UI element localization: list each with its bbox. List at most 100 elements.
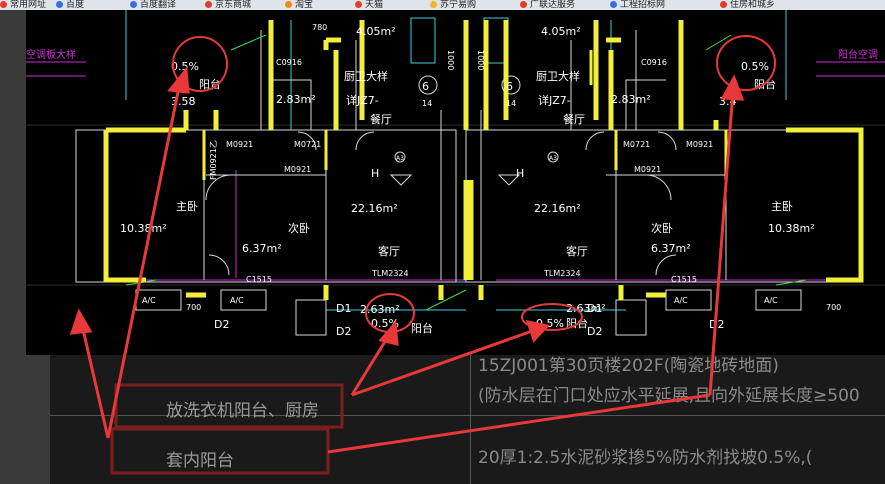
bookmark-link[interactable]: 工程招标网 (620, 0, 666, 10)
spec-line-2: (防水层在门口处应水平延展,且向外延展长度≥500 (478, 386, 860, 406)
right-second-area: 6.37m² (651, 242, 691, 255)
right-master-bedroom: 主卧 (771, 200, 793, 213)
right-laundry-label: 阳台 (566, 316, 588, 330)
left-laundry-slope: 0.5% (371, 317, 399, 330)
right-ac-2: A/C (764, 296, 778, 305)
bookmark-icon (355, 1, 362, 8)
right-balcony-label: 阳台 (754, 77, 776, 91)
right-tag: A3 (549, 155, 557, 162)
right-h: H (516, 167, 524, 180)
bookmark-link[interactable]: 常用网址 (10, 0, 47, 10)
right-bath-area: 2.83m² (611, 93, 651, 106)
right-kitchen-area: 4.05m² (541, 25, 581, 38)
right-living: 客厅 (566, 244, 588, 258)
left-living: 客厅 (378, 244, 400, 258)
bookmark-icon (720, 1, 727, 8)
bookmark-icon (430, 1, 437, 8)
bookmark-icon (205, 1, 212, 8)
right-d1: D1 (587, 302, 602, 315)
left-door-m0721: M0721 (294, 140, 321, 149)
bookmarks-bar: 常用网址 百度 百度翻译 京东商城 淘宝 天猫 苏宁易购 广联达服务 工程招标网 住房和城乡 (0, 0, 885, 10)
bookmark-link[interactable]: 百度翻译 (140, 0, 177, 10)
bookmark-icon (520, 1, 527, 8)
vertical-labels: FM0921乙 1000 1000 (209, 50, 485, 180)
right-door-m0921b: M0921 (634, 165, 661, 174)
top-dim: 780 (312, 23, 327, 32)
left-ac-2: A/C (230, 296, 244, 305)
left-pipe: 700 (186, 303, 201, 312)
left-d2: D2 (336, 325, 351, 338)
bookmark-link[interactable]: 京东商城 (215, 0, 252, 10)
label-balcony: 套内阳台 (166, 451, 234, 471)
left-door-tlm: TLM2324 (371, 269, 409, 278)
left-stair-ref: 详JZ7- (346, 93, 379, 107)
right-balcony-slope: 0.5% (741, 60, 769, 73)
bookmark-link[interactable]: 广联达服务 (530, 0, 576, 10)
bookmark-link[interactable]: 苏宁易购 (440, 0, 477, 10)
right-laundry-slope: 0.5% (536, 317, 564, 330)
left-d2b: D2 (214, 318, 229, 331)
left-stair-page: 餐厅 (370, 112, 392, 126)
left-door-m0921b: M0921 (284, 165, 311, 174)
center-dim-right: 1000 (476, 50, 485, 70)
edge-labels: 空调板大样 阳台空调 (26, 48, 878, 61)
left-second-bedroom: 次卧 (288, 221, 310, 235)
right-axis-num: 6 (506, 80, 513, 93)
bookmark-link[interactable]: 淘宝 (295, 0, 314, 10)
left-master-bedroom: 主卧 (176, 200, 198, 213)
left-master-area: 10.38m² (120, 222, 167, 235)
bookmark-icon (610, 1, 617, 8)
bookmark-link[interactable]: 住房和城乡 (730, 0, 776, 10)
magenta-outline (26, 61, 885, 281)
right-window-c0916: C0916 (641, 58, 667, 67)
door-labels: M0921 M0721 M0921 TLM2324 C1515 C0916 M0… (142, 23, 841, 312)
right-pipe: 700 (826, 303, 841, 312)
right-edge-label: 阳台空调 (838, 48, 878, 61)
center-dim-left: 1000 (446, 50, 455, 70)
left-door-m0921a: M0921 (226, 140, 253, 149)
bookmark-link[interactable]: 天猫 (365, 0, 384, 10)
spec-table: 15ZJ001第30页楼202F(陶瓷地砖地面) (防水层在门口处应水平延展,且… (50, 355, 885, 484)
left-axis-num: 6 (422, 80, 429, 93)
left-balcony-slope: 0.5% (171, 60, 199, 73)
left-living-area: 22.16m² (351, 202, 398, 215)
right-ac-1: A/C (674, 296, 688, 305)
right-d2: D2 (587, 325, 602, 338)
walls (103, 20, 864, 300)
left-balcony-area: 3.58 (171, 95, 196, 108)
right-door-m0921a: M0921 (686, 140, 713, 149)
right-balcony-area: 3.4 (719, 95, 737, 108)
right-axis-sub: 14 (506, 99, 516, 108)
left-window-c1515: C1515 (246, 275, 272, 284)
bookmark-link[interactable]: 百度 (66, 0, 85, 10)
left-laundry-label: 阳台 (411, 321, 433, 335)
right-second-bedroom: 次卧 (651, 221, 673, 235)
right-door-m0721: M0721 (623, 140, 650, 149)
left-window-c0916: C0916 (276, 58, 302, 67)
right-door-tlm: TLM2324 (543, 269, 581, 278)
bookmark-icon (56, 1, 63, 8)
floor-plan: 0.5% 阳台 3.58 2.83m² 厨卫大样 详JZ7- 餐厅 4.05m²… (26, 10, 885, 338)
left-laundry-area: 2.63m² (360, 303, 400, 316)
cad-drawing-viewport[interactable]: 0.5% 阳台 3.58 2.83m² 厨卫大样 详JZ7- 餐厅 4.05m²… (26, 10, 885, 355)
right-master-area: 10.38m² (768, 222, 815, 235)
left-bath-area: 2.83m² (276, 93, 316, 106)
left-door-fm: FM0921乙 (209, 140, 218, 180)
left-h: H (371, 167, 379, 180)
left-balcony-label: 阳台 (199, 77, 221, 91)
spec-line-3: 20厚1:2.5水泥砂浆掺5%防水剂找坡0.5%,( (478, 448, 813, 468)
bookmark-icon (285, 1, 292, 8)
left-edge-label: 空调板大样 (26, 48, 76, 61)
right-living-area: 22.16m² (534, 202, 581, 215)
spec-line-1: 15ZJ001第30页楼202F(陶瓷地砖地面) (478, 356, 779, 376)
left-ac-1: A/C (142, 296, 156, 305)
label-laundry-kitchen: 放洗衣机阳台、厨房 (166, 401, 319, 421)
bookmark-icon (130, 1, 137, 8)
right-window-c1515: C1515 (671, 275, 697, 284)
left-kitchen-area: 4.05m² (356, 25, 396, 38)
left-second-area: 6.37m² (242, 242, 282, 255)
right-stair-page: 餐厅 (563, 112, 585, 126)
right-stair-label: 厨卫大样 (536, 69, 580, 83)
left-axis-sub: 14 (422, 99, 432, 108)
table-column-divider (470, 355, 471, 484)
